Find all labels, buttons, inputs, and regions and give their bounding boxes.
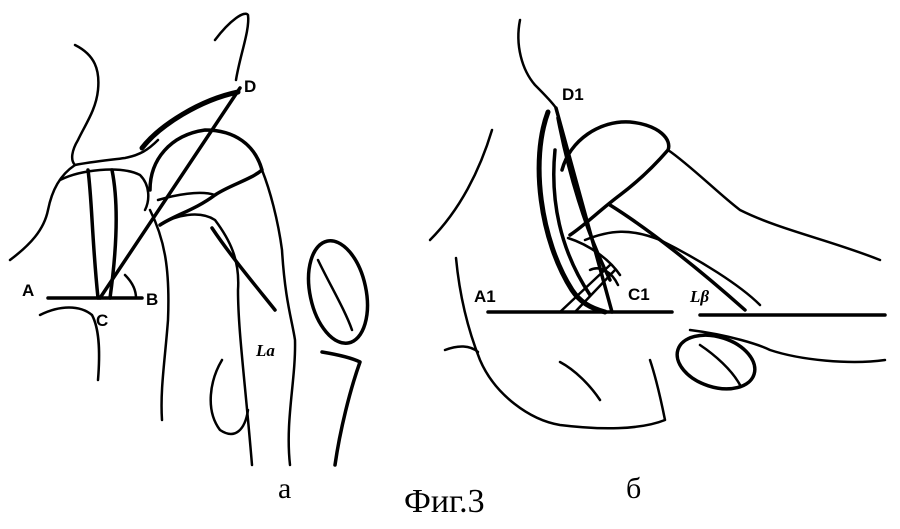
panel-b-trochanter-line <box>698 343 742 387</box>
panel-b-line-label: Lβ <box>689 287 709 306</box>
panel-b-line-diag <box>558 263 612 314</box>
panel-b-point-A1: A1 <box>474 287 496 306</box>
panel-a-femur-shaft <box>260 168 297 467</box>
panel-b-ilium <box>454 256 667 430</box>
panel-a-trochanter-oval <box>306 239 370 345</box>
panel-a-sketch: A B C D La а <box>8 12 370 505</box>
panel-b-femur-axis <box>608 203 747 312</box>
panel-b-femur-neck-upper <box>666 148 882 262</box>
panel-a-femur-medial <box>158 213 254 467</box>
panel-b-lower-hook <box>558 360 602 402</box>
panel-a-acetab-roof <box>58 168 150 212</box>
panel-b-trochanter-oval <box>675 333 757 391</box>
panel-b-sketch: D1 A1 C1 Lβ б <box>428 18 887 505</box>
panel-a-line-label: La <box>255 341 275 360</box>
panel-a-point-B: B <box>146 290 158 309</box>
panel-a-medial-wall <box>148 208 170 422</box>
panel-a-angle-arc <box>123 273 138 300</box>
panel-a-upper-contour <box>213 12 250 82</box>
panel-b-point-D1: D1 <box>562 85 584 104</box>
panel-b-shaft-lower <box>688 328 887 364</box>
panel-b-acetab-arc-inner <box>552 148 592 297</box>
panel-b-line-diag-2 <box>573 268 617 314</box>
panel-a-line-CD <box>98 86 242 300</box>
panel-b-inner-curve <box>566 236 622 277</box>
panel-b-acetab-arc-third <box>556 116 612 282</box>
panel-a-point-A: A <box>22 281 34 300</box>
panel-b-femoral-head <box>560 120 671 237</box>
figure-caption: Фиг.3 <box>404 483 485 520</box>
panel-a-trochanter-line <box>316 258 354 332</box>
panel-a-pelvis-outline <box>8 43 100 262</box>
panel-a-point-D: D <box>244 77 256 96</box>
panel-a-shaft-inner <box>210 226 277 312</box>
panel-b-upper-contour <box>517 18 558 110</box>
panel-b-angle-arc <box>588 267 620 287</box>
panel-a-pelvis-lower <box>38 306 101 382</box>
panel-a-acetab-arc <box>139 89 241 151</box>
panel-a-lesser-troch <box>209 358 250 436</box>
panel-b-inner-small <box>443 345 480 354</box>
panel-a-ilium-top <box>73 138 160 167</box>
panel-a-right-shaft <box>320 350 362 467</box>
panel-a-femur-neck <box>156 191 217 202</box>
panel-b-pelvis-outline <box>428 128 494 242</box>
panel-a-femoral-head <box>148 128 264 227</box>
panel-b-point-C1: C1 <box>628 285 650 304</box>
panel-b-line-CD <box>554 106 614 314</box>
panel-a-label: а <box>278 472 291 505</box>
panel-a-point-C: C <box>96 311 108 330</box>
panel-b-label: б <box>626 472 641 505</box>
panel-b-acetab-arc-outer <box>536 109 608 315</box>
panel-b-femur-neck-lower <box>583 230 762 307</box>
panel-a-acetab-line-1 <box>86 168 100 300</box>
